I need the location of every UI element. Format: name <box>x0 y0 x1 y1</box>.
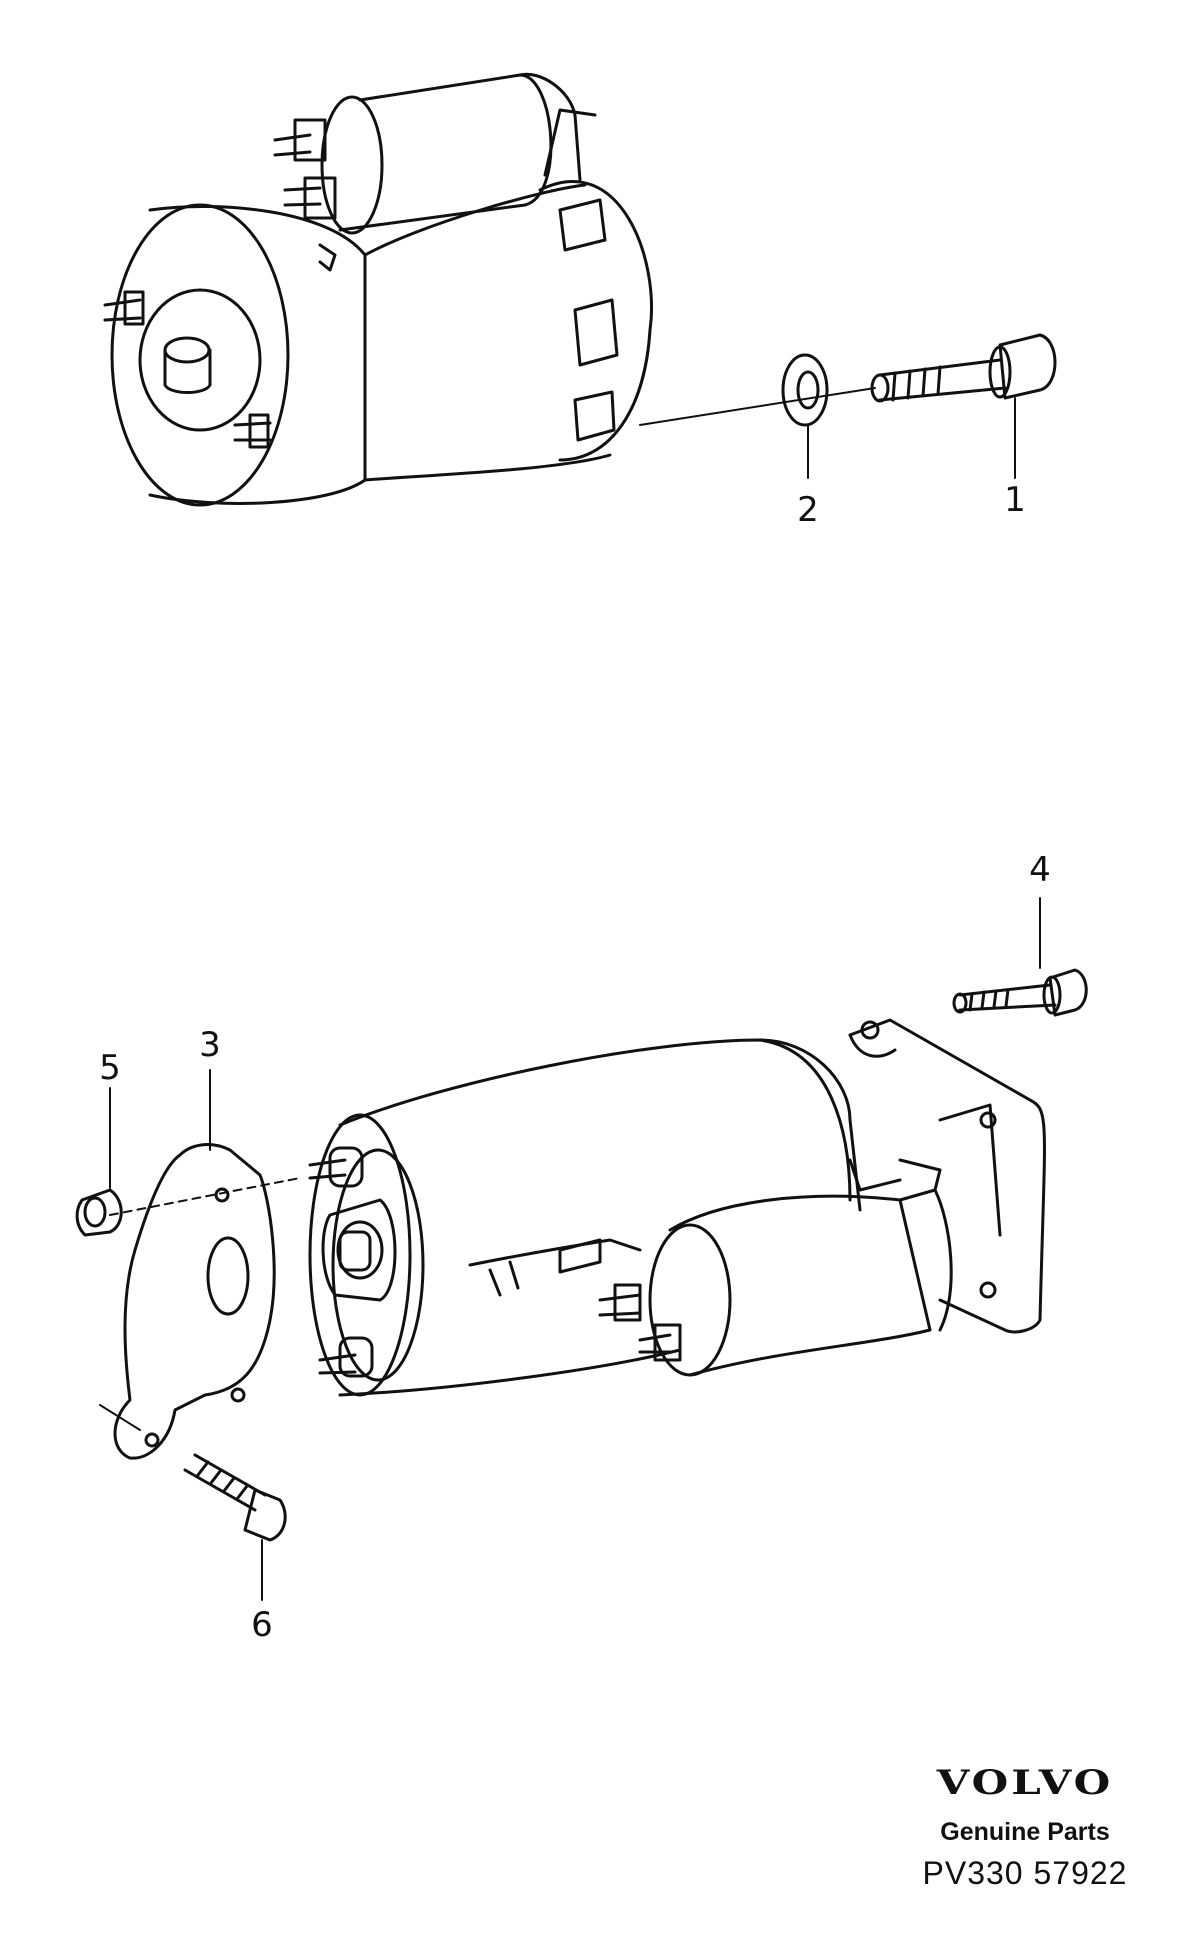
callout-5: 5 <box>99 1048 121 1088</box>
callout-4: 4 <box>1029 850 1051 890</box>
washer-part-2 <box>781 353 829 427</box>
mounting-flange <box>848 1018 1046 1334</box>
motor-body <box>338 1038 852 1202</box>
bolt-part-4 <box>952 968 1088 1017</box>
callout-1: 1 <box>1004 480 1026 520</box>
solenoid-bottom <box>668 1194 932 1377</box>
starter-motor-top <box>103 72 653 507</box>
mounting-plate-part-3 <box>113 1143 276 1460</box>
front-end-cap <box>110 203 290 507</box>
part-code: PV330 57922 <box>922 1855 1128 1891</box>
starter-motor-bottom <box>308 1018 1046 1397</box>
bolt-part-1 <box>870 333 1057 403</box>
brand-block: VOLVO Genuine Parts PV330 57922 <box>900 1762 1150 1892</box>
callout-2: 2 <box>797 490 819 530</box>
callout-3: 3 <box>199 1025 221 1065</box>
motor-end-cap <box>308 1113 412 1397</box>
callout-6: 6 <box>251 1605 273 1645</box>
nut-part-5 <box>75 1188 123 1237</box>
brand-logo: VOLVO <box>936 1763 1114 1803</box>
starter-body-top <box>148 204 367 505</box>
bolt-part-6 <box>183 1453 287 1542</box>
brand-subtitle: Genuine Parts <box>940 1818 1110 1846</box>
drive-end-housing <box>538 180 653 462</box>
solenoid-top <box>338 73 553 232</box>
